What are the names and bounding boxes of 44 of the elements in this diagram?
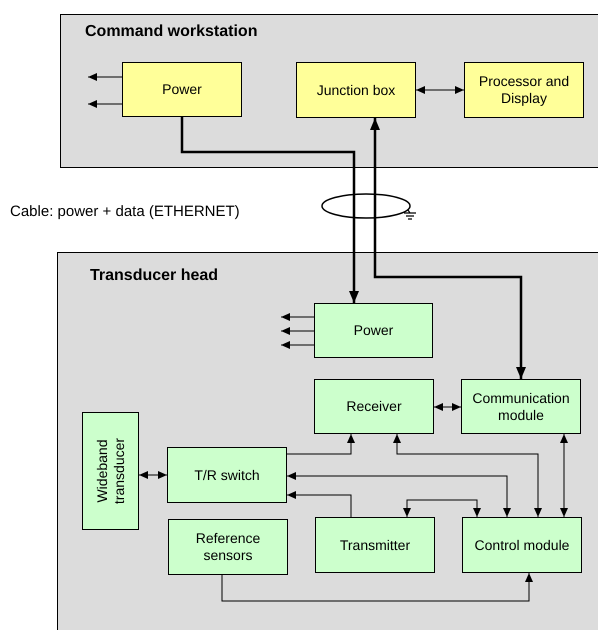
arrow bbox=[180, 117, 359, 303]
arrow bbox=[88, 100, 122, 108]
component-box bbox=[314, 303, 433, 358]
box-label: Transmitter bbox=[338, 536, 412, 554]
component-box bbox=[296, 62, 416, 118]
component-box bbox=[315, 517, 435, 573]
arrow bbox=[286, 434, 355, 454]
box-label: Communication module bbox=[471, 390, 571, 424]
component-box bbox=[168, 519, 288, 575]
arrow bbox=[280, 341, 314, 349]
component-box bbox=[82, 412, 139, 530]
arrow bbox=[222, 572, 533, 602]
box-label: Reference sensors bbox=[194, 530, 262, 564]
group-heading: Command workstation bbox=[85, 23, 258, 41]
group-heading: Transducer head bbox=[90, 267, 218, 285]
group-panel bbox=[57, 252, 598, 630]
box-label: Wideband transducer bbox=[94, 436, 128, 506]
box-label: Power bbox=[352, 322, 394, 339]
box-label: T/R switch bbox=[193, 466, 261, 484]
arrow bbox=[403, 500, 481, 518]
arrow bbox=[286, 472, 511, 518]
component-box bbox=[461, 379, 581, 434]
group-panel bbox=[60, 14, 598, 168]
component-box bbox=[464, 62, 584, 118]
component-box bbox=[167, 447, 287, 503]
component-box bbox=[462, 517, 582, 573]
cable-label: Cable: power + data (ETHERNET) bbox=[10, 203, 240, 220]
arrow bbox=[88, 73, 122, 81]
arrow bbox=[280, 327, 314, 335]
arrow bbox=[393, 434, 542, 518]
arrow bbox=[434, 403, 462, 411]
box-label: Control module bbox=[474, 536, 570, 554]
box-label: Receiver bbox=[345, 398, 403, 415]
box-label: Power bbox=[161, 81, 203, 98]
arrow bbox=[286, 491, 352, 518]
box-label: Processor and Display bbox=[478, 73, 570, 107]
arrow bbox=[138, 471, 168, 479]
arrow bbox=[370, 118, 526, 379]
arrow bbox=[416, 86, 464, 94]
box-label: Junction box bbox=[316, 82, 396, 98]
arrow bbox=[560, 434, 568, 518]
component-box bbox=[122, 62, 242, 117]
arrow bbox=[280, 313, 314, 321]
component-box bbox=[314, 379, 434, 434]
